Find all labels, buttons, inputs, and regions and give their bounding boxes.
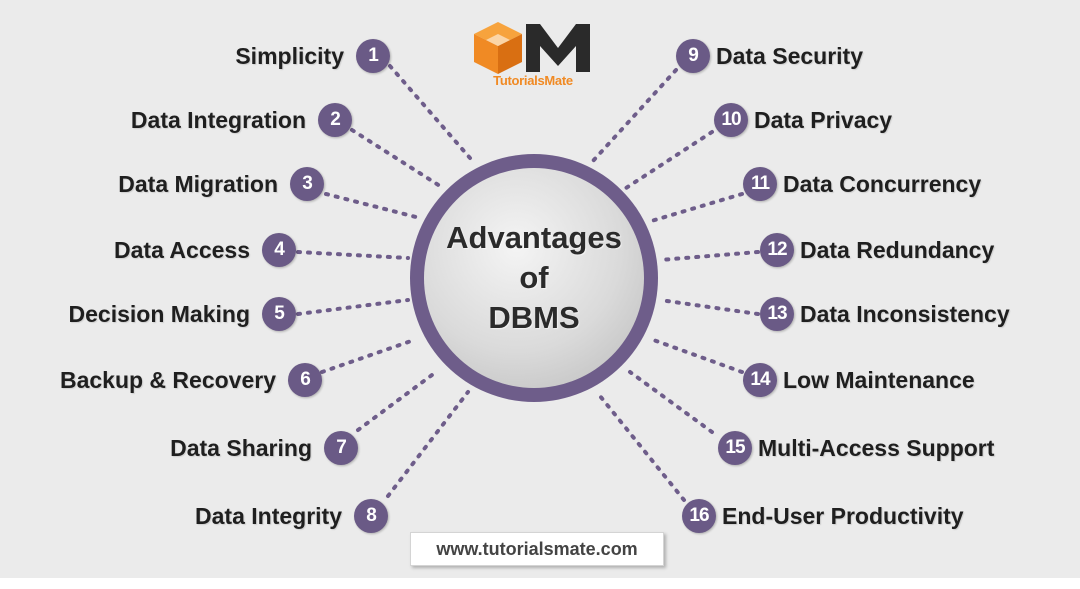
number-badge: 12 [760, 233, 794, 267]
advantage-item-11: 11 Data Concurrency [743, 166, 981, 202]
advantage-label: Low Maintenance [783, 366, 975, 393]
advantage-label: Data Migration [118, 170, 278, 197]
number-badge: 2 [318, 103, 352, 137]
connector-14 [646, 336, 744, 374]
advantage-item-13: 13 Data Inconsistency [760, 296, 1010, 332]
number-badge: 11 [743, 167, 777, 201]
website-url-banner: www.tutorialsmate.com [410, 532, 664, 566]
advantage-item-10: 10 Data Privacy [714, 102, 892, 138]
connector-5 [296, 298, 410, 316]
number-badge: 1 [356, 39, 390, 73]
connector-4 [296, 250, 410, 260]
advantage-label: Data Concurrency [783, 170, 982, 197]
hub-title-line-2: of [519, 260, 549, 295]
advantage-item-12: 12 Data Redundancy [760, 232, 994, 268]
advantage-item-16: 16 End-User Productivity [682, 498, 964, 534]
advantage-item-8: Data Integrity 8 [195, 498, 388, 534]
number-badge: 13 [760, 297, 794, 331]
connector-11 [646, 192, 744, 224]
advantage-label: Data Redundancy [800, 236, 995, 263]
advantage-label: Data Integrity [195, 502, 342, 529]
advantage-label: Multi-Access Support [758, 434, 995, 461]
connector-7 [356, 370, 438, 432]
advantage-item-9: 9 Data Security [676, 38, 863, 74]
tutorialsmate-logo [474, 22, 590, 74]
number-badge: 4 [262, 233, 296, 267]
advantage-label: End-User Productivity [722, 502, 964, 529]
advantage-item-5: Decision Making 5 [69, 296, 296, 332]
cube-logo-icon [474, 22, 522, 74]
number-badge: 16 [682, 499, 716, 533]
number-badge: 9 [676, 39, 710, 73]
advantage-item-14: 14 Low Maintenance [743, 362, 975, 398]
advantage-label: Data Security [716, 42, 864, 69]
advantage-label: Data Sharing [170, 434, 312, 461]
hub-title-line-1: Advantages [446, 220, 622, 255]
advantage-label: Backup & Recovery [59, 366, 276, 393]
advantage-item-15: 15 Multi-Access Support [718, 430, 994, 466]
connector-2 [350, 128, 442, 188]
connector-16 [598, 394, 686, 502]
advantage-label: Data Access [114, 236, 250, 263]
advantage-item-1: Simplicity 1 [235, 38, 390, 74]
connector-8 [386, 390, 470, 498]
connector-10 [624, 130, 714, 190]
advantage-item-2: Data Integration 2 [131, 102, 352, 138]
advantage-label: Decision Making [68, 300, 250, 327]
connector-12 [658, 250, 760, 262]
advantage-label: Simplicity [235, 42, 344, 69]
advantage-item-4: Data Access 4 [114, 232, 296, 268]
number-badge: 10 [714, 103, 748, 137]
number-badge: 7 [324, 431, 358, 465]
number-badge: 5 [262, 297, 296, 331]
number-badge: 3 [290, 167, 324, 201]
advantage-label: Data Inconsistency [800, 300, 1010, 327]
connector-1 [388, 64, 472, 160]
number-badge: 15 [718, 431, 752, 465]
number-badge: 8 [354, 499, 388, 533]
connector-13 [658, 298, 760, 316]
advantage-item-7: Data Sharing 7 [170, 430, 358, 466]
number-badge: 6 [288, 363, 322, 397]
logo-wordmark: TutorialsMate [493, 73, 573, 88]
hub-circle: Advantages of DBMS [424, 168, 644, 388]
connector-9 [590, 68, 678, 164]
advantage-item-3: Data Migration 3 [118, 166, 324, 202]
connector-3 [324, 192, 422, 220]
number-badge: 14 [743, 363, 777, 397]
advantage-item-6: Backup & Recovery 6 [60, 362, 322, 398]
m-letter-icon [526, 24, 590, 72]
advantage-label: Data Privacy [754, 106, 893, 133]
advantage-label: Data Integration [130, 106, 306, 133]
connector-15 [628, 370, 714, 434]
hub-title-line-3: DBMS [488, 300, 580, 335]
bottom-band [0, 578, 1080, 589]
connector-6 [320, 338, 416, 374]
